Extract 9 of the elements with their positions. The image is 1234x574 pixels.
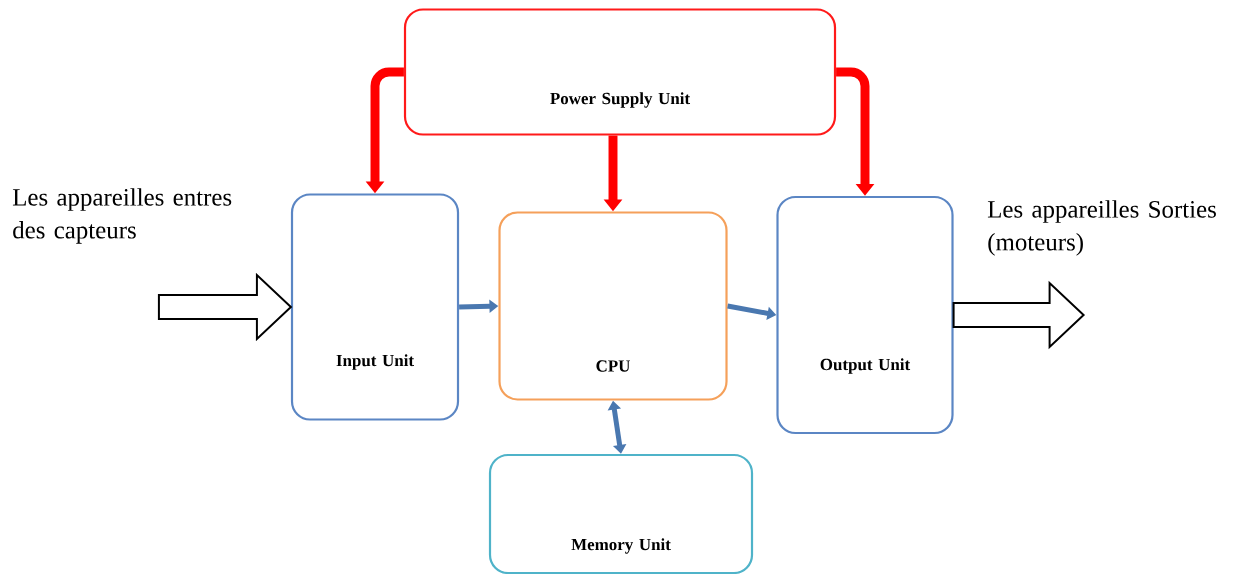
unit-box: Power Supply Unit [403, 8, 837, 136]
device-label: Les appareilles Sorties (moteurs) [987, 200, 1216, 256]
unit-box: Input Unit [290, 193, 460, 421]
unit-box: CPU [498, 211, 728, 401]
device-label: Les appareilles entres des capteurs [12, 188, 232, 244]
block-arrow [952, 280, 1086, 350]
block-arrow [157, 272, 293, 342]
unit-box: Memory Unit [488, 453, 754, 574]
unit-box: Output Unit [776, 195, 954, 435]
